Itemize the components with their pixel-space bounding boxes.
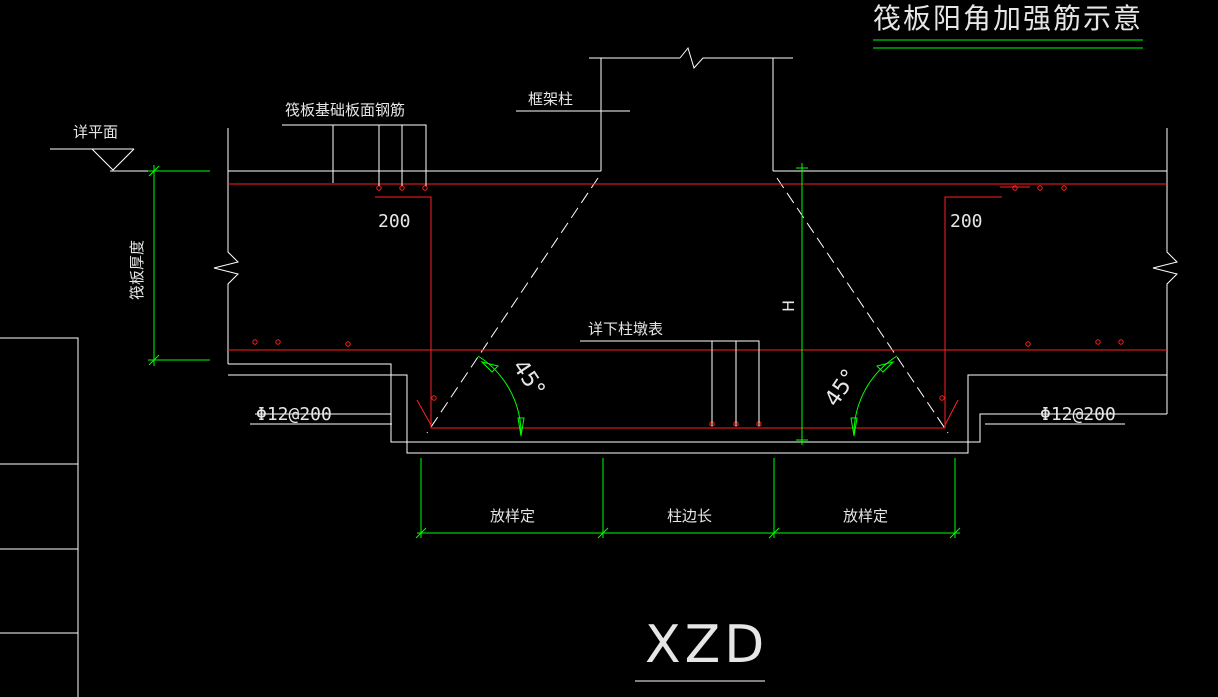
label-angle-right: 45° — [820, 365, 863, 411]
drawing-title: 筏板阳角加强筋示意 — [873, 2, 1143, 35]
label-200-right: 200 — [950, 211, 983, 232]
slope-lines — [426, 177, 949, 434]
label-h: H — [779, 300, 798, 312]
label-angle-left: 45° — [507, 355, 550, 401]
drawing-code: XZD — [645, 615, 768, 675]
label-raft-top-bars: 筏板基础板面钢筋 — [285, 101, 405, 119]
rebar — [228, 183, 1167, 429]
leader-lines — [50, 110, 1125, 682]
label-raft-thickness: 筏板厚度 — [128, 240, 146, 300]
label-rebar-right: Φ12@200 — [1040, 404, 1116, 425]
concrete-outline — [213, 46, 1178, 454]
label-detail-plan: 详平面 — [73, 123, 118, 141]
label-pile-cap-table: 详下柱墩表 — [588, 320, 663, 338]
dim-mid-label: 柱边长 — [667, 507, 712, 525]
label-rebar-left: Φ12@200 — [256, 404, 332, 425]
dim-left-label: 放样定 — [490, 507, 535, 525]
label-200-left: 200 — [378, 211, 411, 232]
title-underline — [873, 39, 1143, 49]
dimension-lines — [148, 163, 961, 539]
dim-right-label: 放样定 — [843, 507, 888, 525]
side-table — [0, 337, 79, 697]
label-frame-column: 框架柱 — [528, 90, 573, 108]
